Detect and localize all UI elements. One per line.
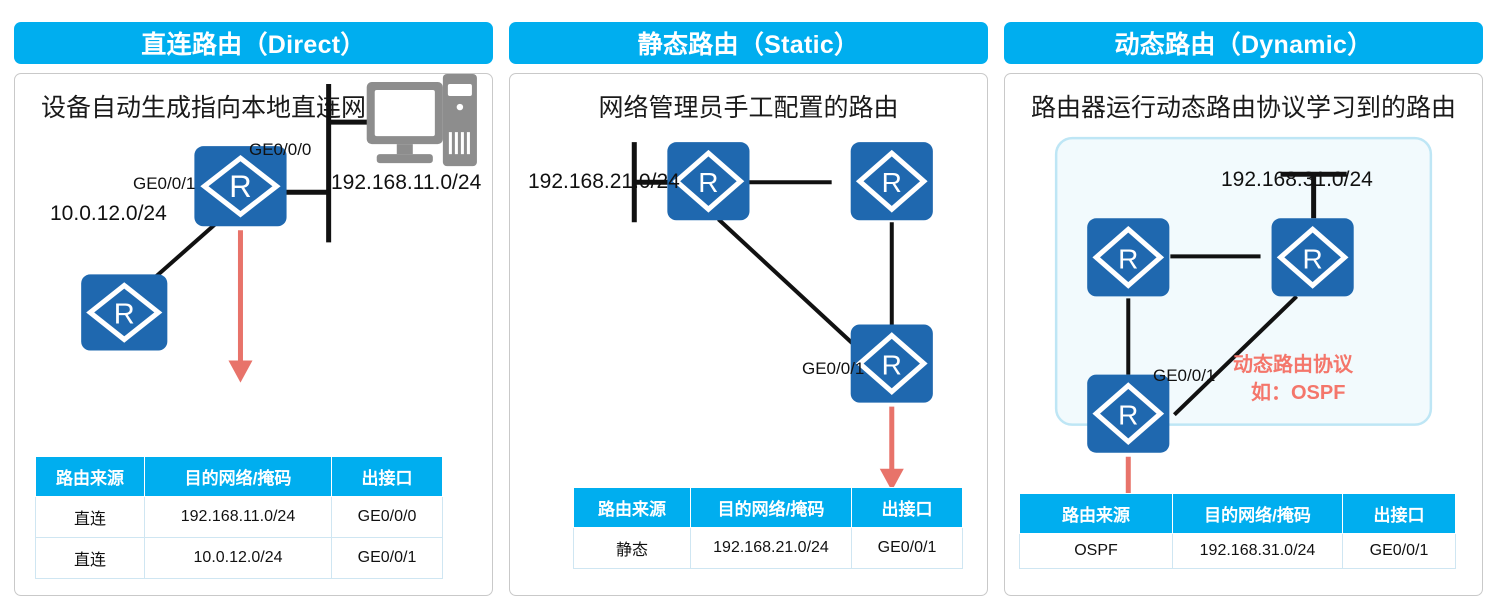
panel-static-title: 静态路由（Static） xyxy=(509,22,988,64)
panel-dynamic-route: 动态路由（Dynamic） 路由器运行动态路由协议学习到的路由 xyxy=(1004,22,1483,596)
router-icon: R xyxy=(81,274,168,351)
panel-direct-title: 直连路由（Direct） xyxy=(14,22,493,64)
panel-dynamic-title: 动态路由（Dynamic） xyxy=(1004,22,1483,64)
column-header-interface: 出接口 xyxy=(331,456,443,497)
cell-destination: 10.0.12.0/24 xyxy=(144,537,332,579)
table-header-row: 路由来源 目的网络/掩码 出接口 xyxy=(35,456,443,497)
column-header-interface: 出接口 xyxy=(1342,493,1456,534)
cell-source: 直连 xyxy=(35,537,145,579)
table-header-row: 路由来源 目的网络/掩码 出接口 xyxy=(1019,493,1456,534)
svg-text:R: R xyxy=(114,298,135,330)
svg-text:R: R xyxy=(1118,243,1138,274)
router-icon: R xyxy=(1087,374,1170,453)
cell-interface: GE0/0/1 xyxy=(331,537,443,579)
svg-text:R: R xyxy=(229,169,251,204)
panel-dynamic-description: 路由器运行动态路由协议学习到的路由 xyxy=(1030,94,1456,122)
table-row: OSPF 192.168.31.0/24 GE0/0/1 xyxy=(1019,533,1456,569)
panel-static-body: 网络管理员手工配置的路由 R xyxy=(509,73,988,596)
cell-destination: 192.168.11.0/24 xyxy=(144,496,332,538)
svg-text:R: R xyxy=(1302,243,1322,274)
down-arrow-icon xyxy=(228,230,253,383)
panel-static-description: 网络管理员手工配置的路由 xyxy=(598,94,899,122)
panel-static-route: 静态路由（Static） 网络管理员手工配置的路由 xyxy=(509,22,988,596)
label-interface-ge0-0-1: GE0/0/1 xyxy=(1153,366,1216,385)
column-header-interface: 出接口 xyxy=(851,487,963,528)
router-icon: R xyxy=(1271,218,1354,297)
svg-text:R: R xyxy=(1118,400,1138,431)
panel-dynamic-body: 路由器运行动态路由协议学习到的路由 xyxy=(1004,73,1483,596)
cell-source: 直连 xyxy=(35,496,145,538)
table-row: 直连 10.0.12.0/24 GE0/0/1 xyxy=(35,537,443,579)
table-row: 直连 192.168.11.0/24 GE0/0/0 xyxy=(35,496,443,538)
cell-destination: 192.168.21.0/24 xyxy=(690,527,852,569)
label-network-192-168-21-0: 192.168.21.0/24 xyxy=(528,170,680,193)
column-header-source: 路由来源 xyxy=(573,487,691,528)
cell-destination: 192.168.31.0/24 xyxy=(1172,533,1343,569)
router-icon: R xyxy=(1087,218,1170,297)
table-header-row: 路由来源 目的网络/掩码 出接口 xyxy=(573,487,963,528)
label-protocol-name: 动态路由协议 xyxy=(1233,354,1353,376)
label-interface-ge0-0-0: GE0/0/0 xyxy=(249,140,312,159)
svg-text:R: R xyxy=(882,167,902,198)
panel-direct-body: 设备自动生成指向本地直连网络的路由 xyxy=(14,73,493,596)
label-network-10-0-12-0: 10.0.12.0/24 xyxy=(50,202,167,225)
cell-interface: GE0/0/0 xyxy=(331,496,443,538)
down-arrow-icon xyxy=(879,406,904,491)
label-network-192-168-11-0: 192.168.11.0/24 xyxy=(331,171,482,194)
router-icon: R xyxy=(850,142,933,221)
svg-text:R: R xyxy=(882,350,902,381)
cell-source: OSPF xyxy=(1019,533,1173,569)
cell-interface: GE0/0/1 xyxy=(851,527,963,569)
routing-table-direct: 路由来源 目的网络/掩码 出接口 直连 192.168.11.0/24 GE0/… xyxy=(35,456,443,579)
column-header-destination: 目的网络/掩码 xyxy=(690,487,852,528)
column-header-source: 路由来源 xyxy=(1019,493,1173,534)
column-header-destination: 目的网络/掩码 xyxy=(1172,493,1343,534)
panel-direct-route: 直连路由（Direct） 设备自动生成指向本地直连网络的路由 xyxy=(14,22,493,596)
table-row: 静态 192.168.21.0/24 GE0/0/1 xyxy=(573,527,963,569)
routing-table-static: 路由来源 目的网络/掩码 出接口 静态 192.168.21.0/24 GE0/… xyxy=(573,487,963,569)
svg-text:R: R xyxy=(698,167,718,198)
cell-source: 静态 xyxy=(573,527,691,569)
routing-table-dynamic: 路由来源 目的网络/掩码 出接口 OSPF 192.168.31.0/24 GE… xyxy=(1019,493,1456,569)
column-header-destination: 目的网络/掩码 xyxy=(144,456,332,497)
panel-direct-description: 设备自动生成指向本地直连网络的路由 xyxy=(40,94,466,122)
label-interface-ge0-0-1: GE0/0/1 xyxy=(802,359,865,378)
column-header-source: 路由来源 xyxy=(35,456,145,497)
label-network-192-168-31-0: 192.168.31.0/24 xyxy=(1221,168,1373,191)
label-interface-ge0-0-1: GE0/0/1 xyxy=(133,174,196,193)
label-protocol-example: 如：OSPF xyxy=(1251,382,1346,404)
cell-interface: GE0/0/1 xyxy=(1342,533,1456,569)
